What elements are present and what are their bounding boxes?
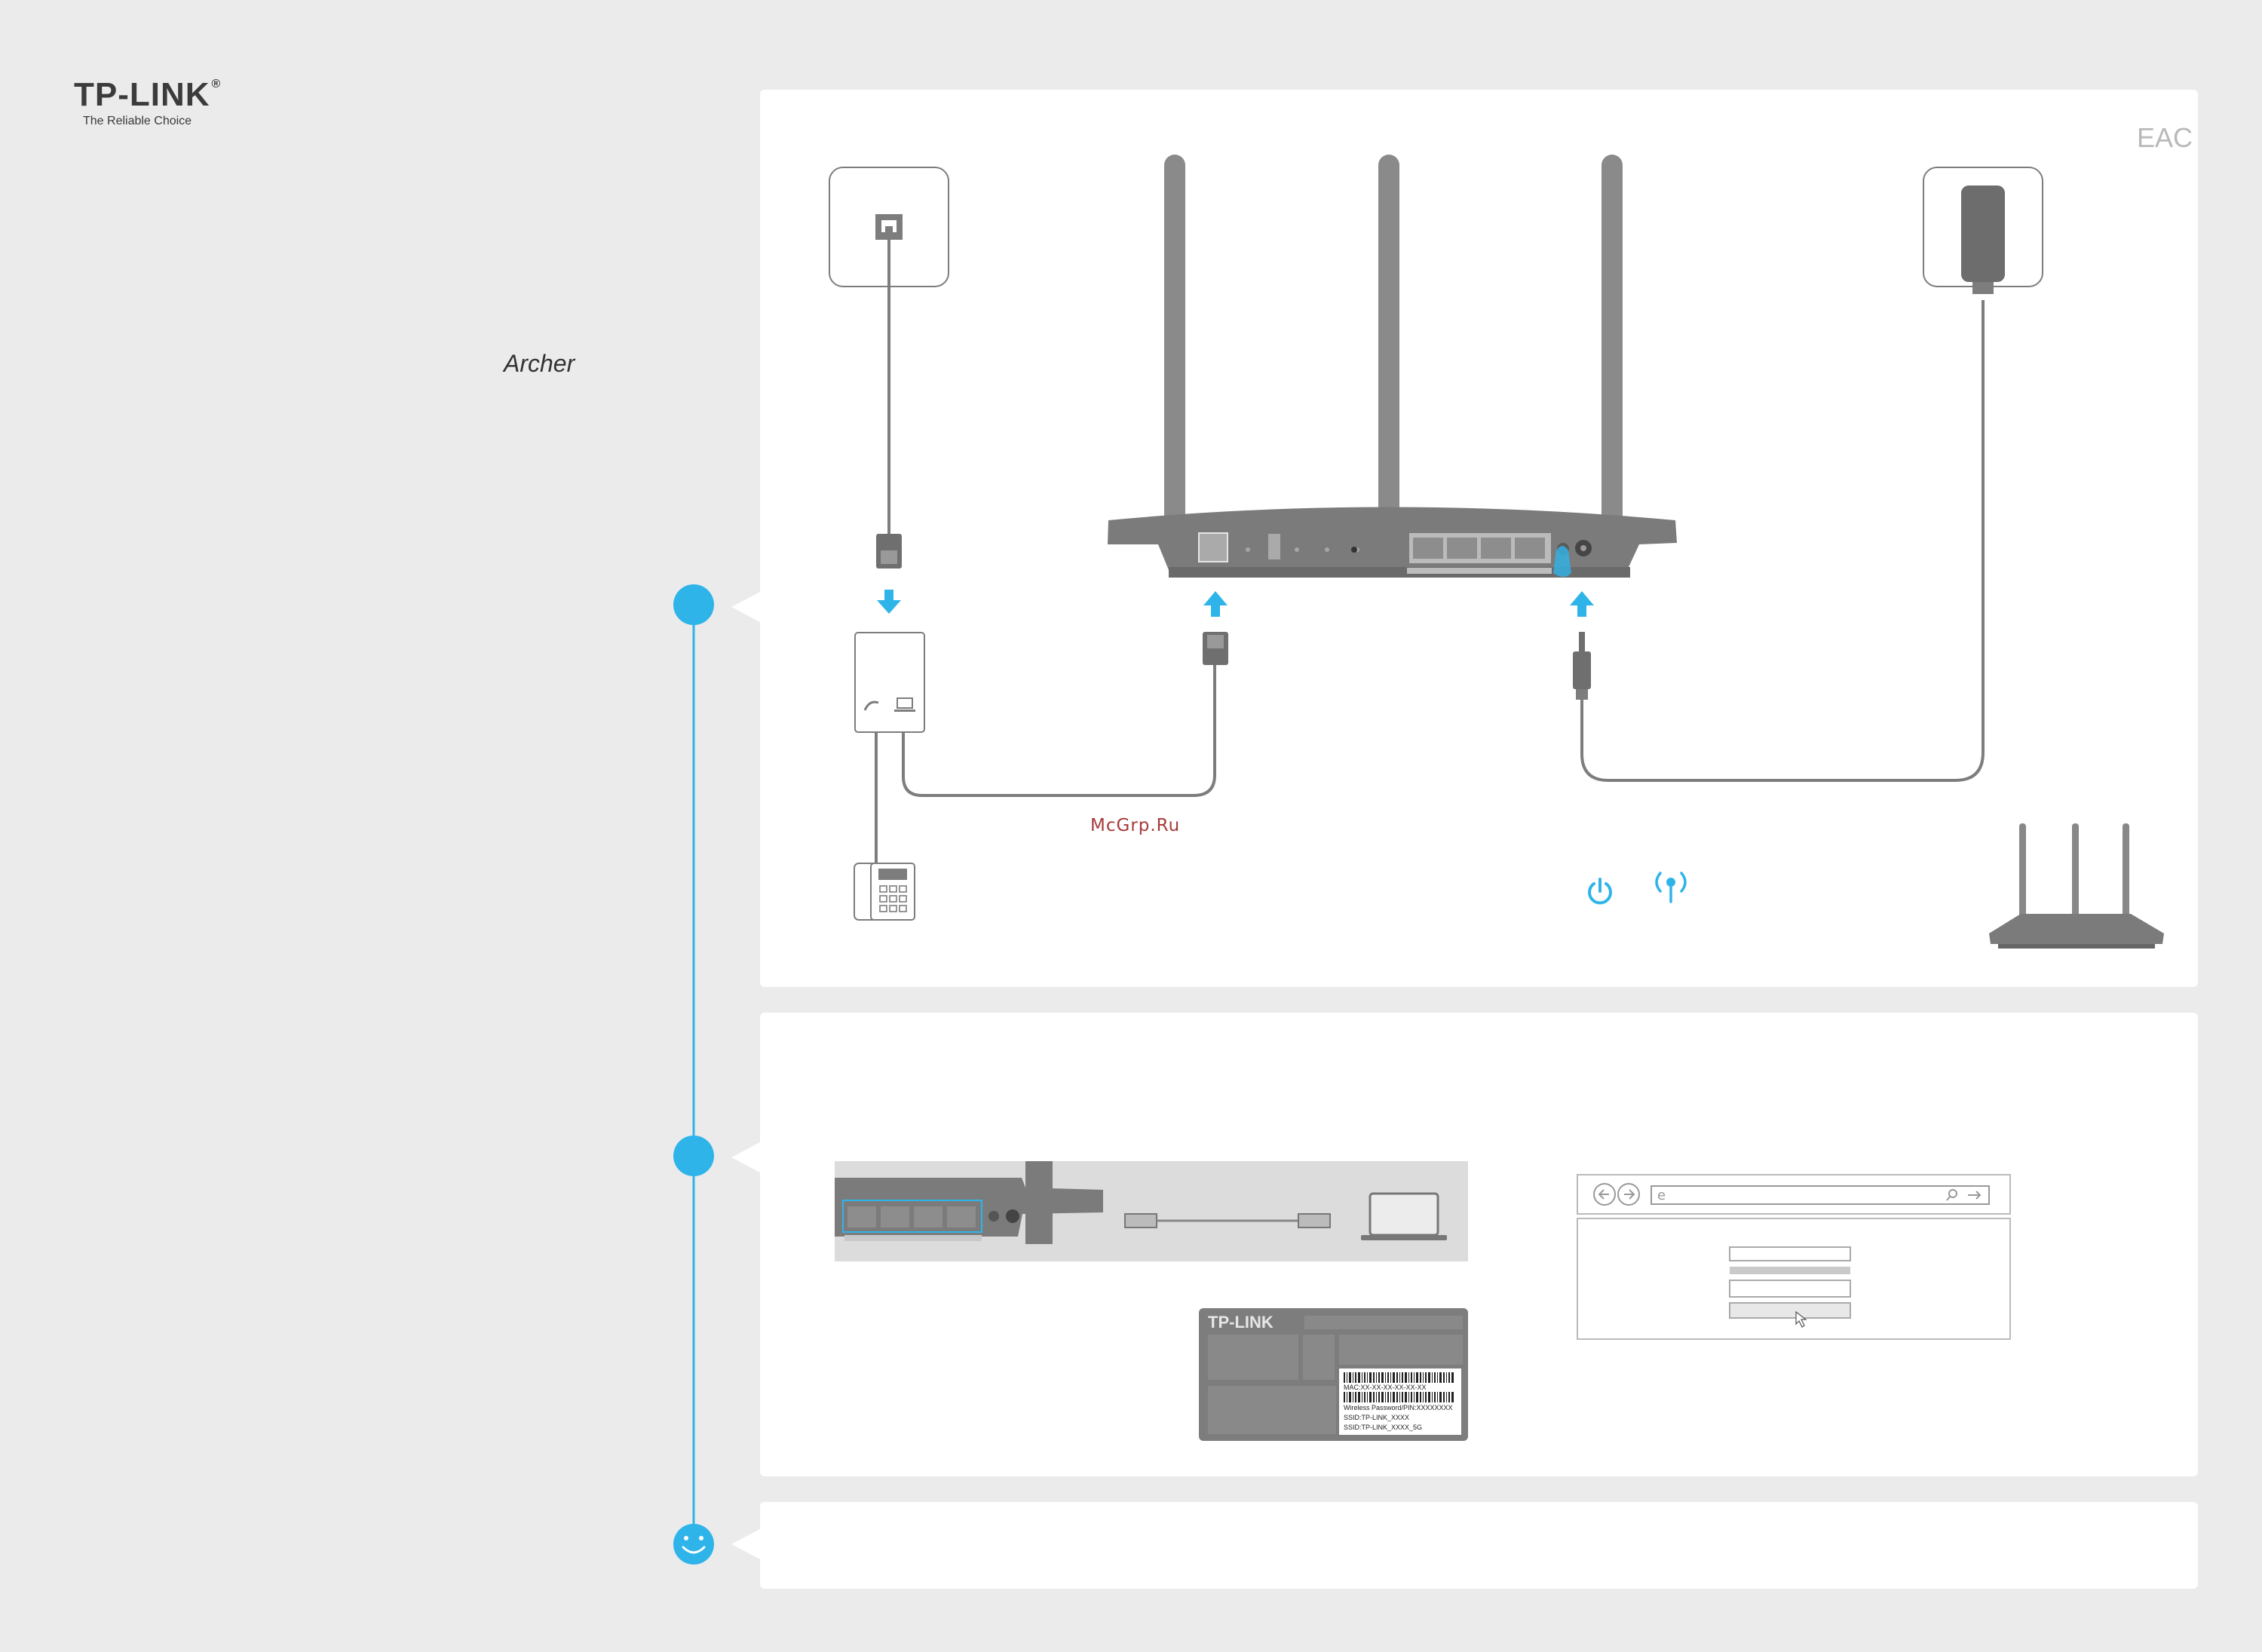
- panel-configure: [760, 1013, 2198, 1476]
- login-field-2: [1730, 1267, 1850, 1274]
- antenna-left: [1164, 155, 1185, 532]
- laptop-icon: [1361, 1192, 1447, 1240]
- ethernet-plug-right: [1298, 1213, 1331, 1228]
- down-arrow-icon: [877, 590, 901, 614]
- svg-text:EAC: EAC: [2137, 122, 2193, 153]
- power-led-icon: [1588, 878, 1612, 905]
- router-front-thumbnail: [1989, 823, 2164, 949]
- label-password: Wireless Password/PIN:XXXXXXXX: [1344, 1404, 1453, 1411]
- step-2-circle: [673, 1136, 714, 1176]
- rj11-plug-router: [1203, 632, 1228, 665]
- barcode-top: [1344, 1372, 1454, 1383]
- rj11-plug-top: [876, 534, 902, 569]
- computer-icon: [897, 697, 913, 709]
- power-cable: [1580, 300, 1985, 782]
- step2-ethernet-illustration: [835, 1161, 1468, 1261]
- brand-tagline: The Reliable Choice: [83, 115, 192, 127]
- step-1-circle: [673, 584, 714, 625]
- antenna-center: [1378, 155, 1399, 532]
- antenna-right: [1601, 155, 1623, 532]
- label-mac: MAC:XX-XX-XX-XX-XX-XX: [1344, 1384, 1427, 1391]
- label-ssid: SSID:TP-LINK_XXXX: [1344, 1414, 1409, 1421]
- login-field-1: [1729, 1246, 1851, 1261]
- cursor-icon: [1795, 1310, 1807, 1328]
- panel-connect-pointer: [731, 592, 760, 622]
- barcode-bottom: [1344, 1392, 1454, 1402]
- power-plug: [1573, 632, 1591, 700]
- search-icon: [1948, 1189, 1957, 1198]
- adsl-splitter: [854, 632, 925, 733]
- browser-content: [1577, 1218, 2011, 1340]
- lan-port-1: [1413, 538, 1443, 559]
- panel-configure-pointer: [731, 1142, 760, 1172]
- dsl-port: [1198, 532, 1228, 562]
- router-antenna-crop: [1025, 1161, 1053, 1244]
- address-bar: [1651, 1185, 1990, 1205]
- tp-link-logo: TP-LINK®: [74, 78, 221, 112]
- login-button: [1729, 1302, 1851, 1319]
- product-label: TP-LINK MAC:XX-XX-XX-XX-XX-XX Wireless P…: [1199, 1308, 1468, 1441]
- smile-icon: [673, 1524, 714, 1565]
- registered-mark: ®: [211, 78, 222, 90]
- svg-text:TP-LINK: TP-LINK: [1208, 1313, 1274, 1332]
- login-field-3: [1729, 1280, 1851, 1298]
- up-arrow-power-icon: [1570, 591, 1594, 617]
- hand-press-icon: [1553, 546, 1571, 577]
- lan-port-4: [1515, 538, 1545, 559]
- ethernet-plug-left: [1124, 1213, 1157, 1228]
- model-name: Archer: [504, 350, 575, 377]
- eac-cert-mark: EAC: [2137, 122, 2193, 153]
- usb-port: [1268, 534, 1280, 559]
- browser-mockup: e: [1577, 1174, 2011, 1340]
- panel-enjoy: [760, 1502, 2198, 1589]
- panel-enjoy-pointer: [731, 1529, 760, 1559]
- lan-port-2: [1447, 538, 1477, 559]
- ie-icon: e: [1657, 1188, 1666, 1203]
- phone-handset-icon: [863, 700, 879, 711]
- power-adapter-socket: [1923, 167, 2043, 294]
- watermark: McGrp.Ru: [1090, 816, 1181, 835]
- lan-port-3: [1481, 538, 1511, 559]
- go-arrow-icon: [1968, 1191, 1982, 1200]
- router-rear-view: [1108, 155, 1677, 578]
- highlighted-lan-ports: [842, 1200, 982, 1233]
- up-arrow-dsl-icon: [1203, 591, 1228, 617]
- telephone-icon: [854, 863, 915, 921]
- brand-name: TP-LINK: [74, 76, 210, 113]
- label-ssid-5g: SSID:TP-LINK_XXXX_5G: [1344, 1424, 1422, 1431]
- splitter-modem-cable: [902, 664, 1216, 797]
- wireless-led-icon: [1655, 872, 1687, 903]
